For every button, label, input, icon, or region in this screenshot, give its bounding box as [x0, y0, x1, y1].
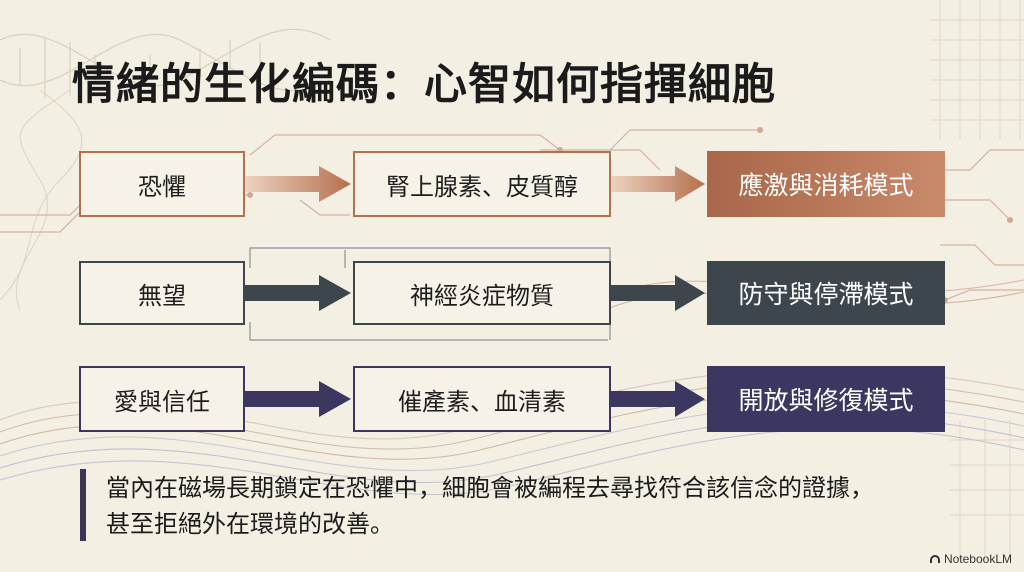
callout-accent-bar	[80, 469, 86, 541]
mode-box-defense: 防守與停滯模式	[707, 261, 945, 325]
mode-box-stress: 應激與消耗模式	[707, 151, 945, 217]
brand-watermark: NotebookLM	[929, 552, 1012, 566]
chemical-box-love: 催產素、血清素	[353, 366, 611, 432]
callout-text: 當內在磁場長期鎖定在恐懼中，細胞會被編程去尋找符合該信念的證據， 甚至拒絕外在環…	[106, 470, 986, 542]
mode-box-repair: 開放與修復模式	[707, 366, 945, 432]
emotion-box-love: 愛與信任	[79, 366, 245, 432]
right-arrow-icon	[611, 275, 705, 311]
chemical-box-despair: 神經炎症物質	[353, 261, 611, 325]
brand-name: NotebookLM	[943, 552, 1012, 566]
page-title: 情緒的生化編碼：心智如何指揮細胞	[72, 60, 776, 110]
emotion-box-despair: 無望	[79, 261, 245, 325]
callout-line-2: 甚至拒絕外在環境的改善。	[106, 510, 394, 538]
right-arrow-icon	[611, 381, 705, 417]
right-arrow-icon	[245, 381, 351, 417]
chemical-box-fear: 腎上腺素、皮質醇	[353, 151, 611, 217]
right-arrow-icon	[245, 166, 351, 202]
right-arrow-icon	[611, 166, 705, 202]
emotion-box-fear: 恐懼	[79, 151, 245, 217]
callout-line-1: 當內在磁場長期鎖定在恐懼中，細胞會被編程去尋找符合該信念的證據，	[106, 474, 874, 502]
notebooklm-logo-icon	[929, 555, 940, 563]
right-arrow-icon	[245, 275, 351, 311]
